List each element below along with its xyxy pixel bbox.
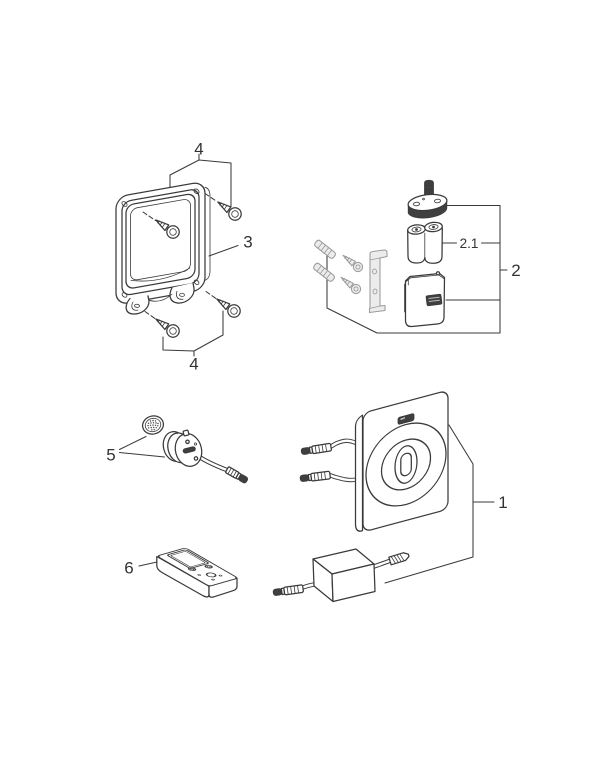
valve-cartridge bbox=[162, 429, 249, 484]
power-pack bbox=[404, 179, 448, 328]
callout-labels: 4 3 4 2.1 2 5 1 6 bbox=[106, 140, 520, 578]
wall-plug bbox=[313, 238, 338, 260]
callout-3: 3 bbox=[243, 233, 252, 252]
frame-screw bbox=[151, 313, 183, 341]
callout-1: 1 bbox=[498, 493, 507, 512]
callout-2-1: 2.1 bbox=[460, 236, 479, 251]
cable-connector bbox=[300, 442, 333, 457]
callout-line-screws-bottom bbox=[162, 310, 224, 357]
frame-screw bbox=[212, 293, 244, 321]
remote-button bbox=[187, 567, 197, 571]
mounting-frame bbox=[115, 182, 245, 341]
flush-valve bbox=[141, 415, 249, 484]
callout-4-bottom: 4 bbox=[189, 355, 198, 374]
gray-screw bbox=[339, 251, 365, 274]
callout-line-power-pack bbox=[326, 204, 508, 334]
battery-cap bbox=[407, 179, 448, 219]
cable-connector bbox=[299, 470, 332, 484]
callout-line-remote bbox=[138, 561, 158, 567]
wall-plug bbox=[312, 261, 337, 283]
cover-plate bbox=[299, 391, 449, 532]
callout-line-valve bbox=[118, 435, 166, 458]
remote-button bbox=[204, 564, 213, 569]
callout-line-cover-plate bbox=[384, 424, 495, 584]
callout-2: 2 bbox=[511, 261, 520, 280]
remote-control bbox=[156, 548, 238, 598]
wall-anchor-set bbox=[312, 238, 388, 314]
callout-6: 6 bbox=[124, 559, 133, 578]
callout-5: 5 bbox=[106, 446, 115, 465]
gray-screw bbox=[337, 273, 363, 296]
remote-button bbox=[205, 572, 217, 578]
valve-cable-connector bbox=[225, 466, 249, 484]
sensor-window bbox=[397, 413, 415, 425]
frame-screw bbox=[213, 196, 245, 224]
remote-screen bbox=[167, 549, 209, 569]
battery-housing bbox=[404, 271, 446, 328]
mounting-bracket bbox=[368, 249, 388, 314]
cable-connector bbox=[272, 584, 305, 598]
power-supply-right bbox=[331, 563, 376, 603]
frame-hook bbox=[125, 295, 150, 315]
callout-line-frame bbox=[208, 244, 239, 257]
filter-mesh-cap bbox=[141, 415, 165, 435]
callout-4-top: 4 bbox=[194, 140, 203, 159]
battery bbox=[407, 221, 443, 264]
threaded-connector bbox=[388, 552, 410, 566]
power-supply bbox=[272, 548, 410, 603]
callout-lines bbox=[118, 153, 508, 584]
